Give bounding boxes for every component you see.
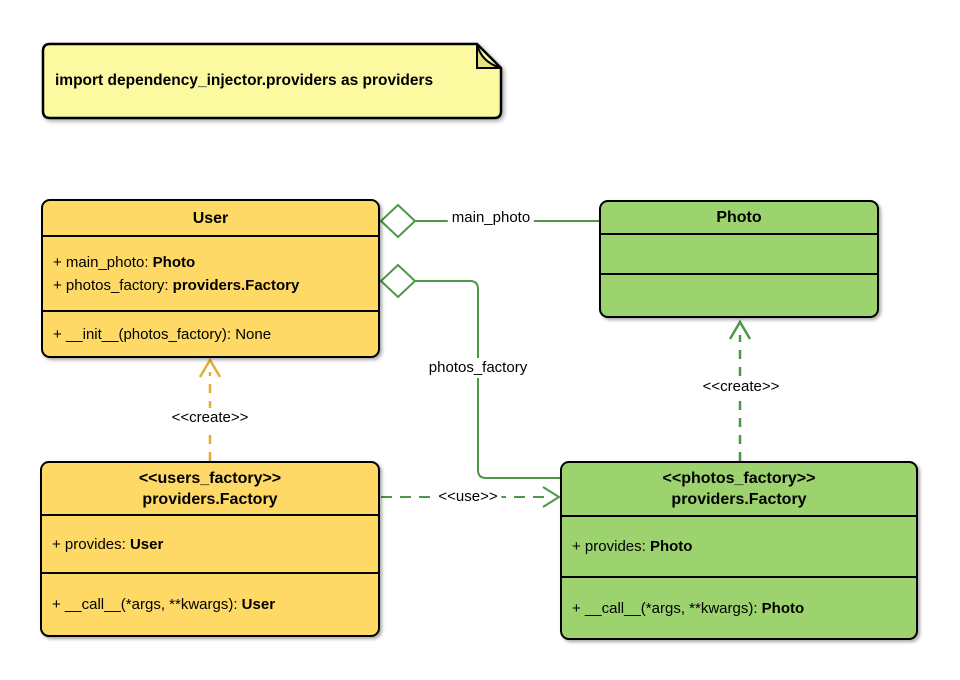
edge-label-create-user: <<create>> (167, 408, 253, 428)
attribute-row: + provides: Photo (572, 535, 916, 558)
class-title: Photo (601, 202, 877, 235)
class-user: User + main_photo: Photo + photos_factor… (41, 199, 380, 358)
member-text: + __init__(photos_factory): None (53, 325, 272, 343)
attributes-compartment: + provides: User (42, 516, 378, 574)
class-title: <<users_factory>> providers.Factory (42, 463, 378, 516)
edge-label-photos-factory: photos_factory (424, 358, 532, 378)
attributes-compartment (601, 235, 877, 275)
edge-label-use: <<use>> (434, 487, 502, 507)
aggregation-diamond-main-photo (379, 203, 417, 239)
open-arrowhead-use (542, 486, 561, 508)
member-text: + provides: (572, 538, 650, 555)
class-users-factory: <<users_factory>> providers.Factory + pr… (40, 461, 380, 637)
edge-label-create-photo: <<create>> (698, 377, 784, 397)
method-row: + __call__(*args, **kwargs): User (52, 593, 378, 616)
open-arrowhead-create-photo (728, 319, 752, 340)
class-title: User (43, 201, 378, 237)
methods-compartment: + __call__(*args, **kwargs): User (42, 574, 378, 635)
note-shape (41, 42, 503, 120)
methods-compartment: + __init__(photos_factory): None (43, 312, 378, 356)
attribute-row: + photos_factory: providers.Factory (53, 274, 378, 297)
note-fold-icon (476, 43, 502, 69)
class-title: <<photos_factory>> providers.Factory (562, 463, 916, 517)
attributes-compartment: + provides: Photo (562, 517, 916, 578)
aggregation-diamond-photos-factory (379, 263, 417, 299)
class-name: providers.Factory (142, 490, 278, 508)
note-body (41, 42, 503, 120)
attribute-row: + provides: User (52, 533, 378, 556)
method-row: + __init__(photos_factory): None (53, 323, 378, 346)
member-text: + provides: (52, 535, 130, 553)
attributes-compartment: + main_photo: Photo + photos_factory: pr… (43, 237, 378, 312)
edge-label-main-photo: main_photo (447, 208, 535, 228)
class-stereotype: <<users_factory>> (138, 469, 282, 487)
note-import: import dependency_injector.providers as … (41, 42, 503, 120)
note-text: import dependency_injector.providers as … (55, 72, 434, 89)
class-photos-factory: <<photos_factory>> providers.Factory + p… (560, 461, 918, 640)
member-text: + main_photo: (53, 253, 153, 271)
member-type: Photo (761, 599, 805, 617)
member-type: Photo (649, 538, 693, 555)
method-row: + __call__(*args, **kwargs): Photo (572, 597, 916, 620)
member-text: + __call__(*args, **kwargs): (572, 599, 762, 617)
member-text: + __call__(*args, **kwargs): (52, 596, 242, 613)
attribute-row: + main_photo: Photo (53, 251, 378, 274)
open-arrowhead-create-user (198, 357, 222, 378)
methods-compartment (601, 275, 877, 316)
class-photo: Photo (599, 200, 879, 318)
member-type: Photo (152, 253, 196, 271)
methods-compartment: + __call__(*args, **kwargs): Photo (562, 578, 916, 638)
member-type: User (129, 535, 164, 553)
member-type: providers.Factory (172, 276, 300, 294)
association-photos-factory (415, 280, 560, 479)
member-type: User (241, 596, 276, 613)
member-text: + photos_factory: (53, 276, 173, 294)
class-name: providers.Factory (671, 491, 807, 508)
class-stereotype: <<photos_factory>> (662, 470, 816, 487)
